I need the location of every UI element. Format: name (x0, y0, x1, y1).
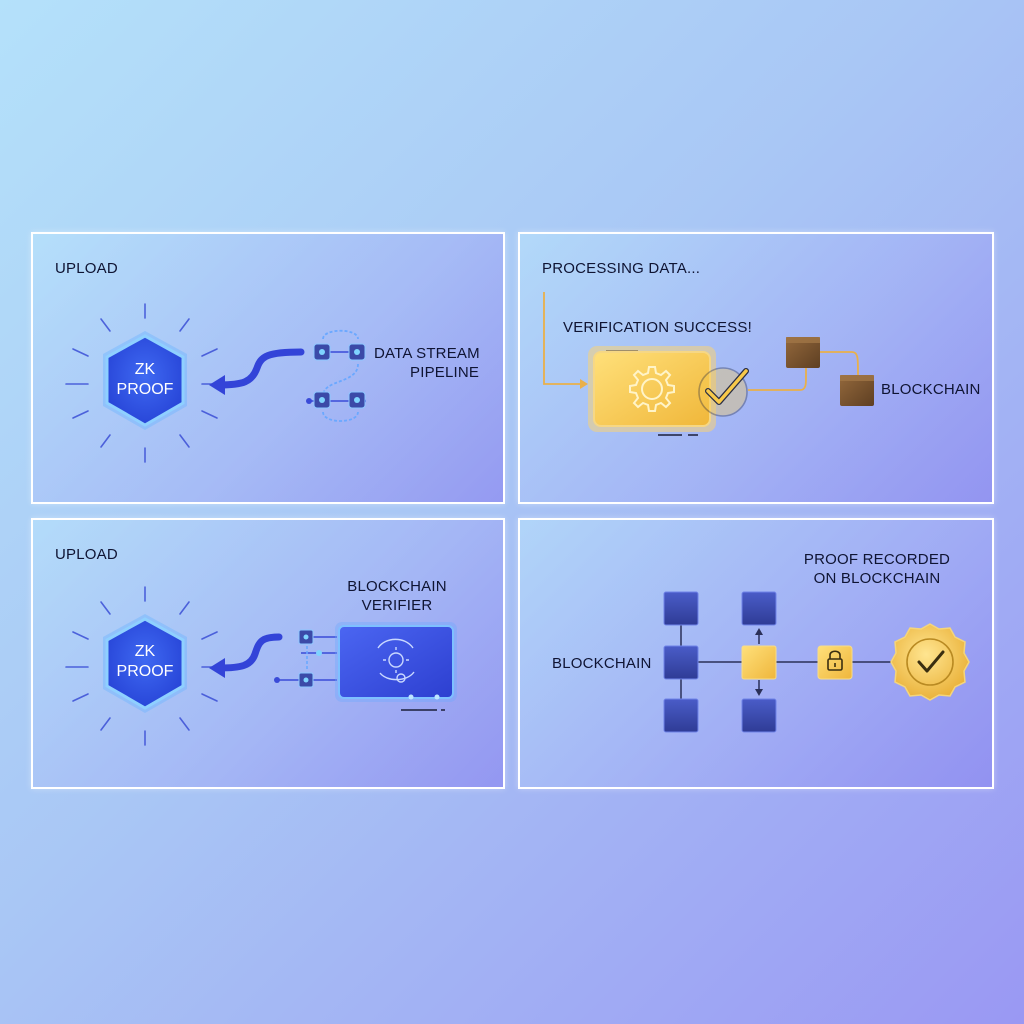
blockchain-block-icon (663, 591, 777, 733)
data-pipeline-icon (274, 629, 337, 688)
panel-title: PROCESSING DATA... (542, 260, 701, 277)
pipeline-label-line-1: DATA STREAM (374, 345, 480, 362)
data-pipeline-icon (306, 329, 366, 422)
hexagon-label: ZK PROOF (100, 642, 190, 682)
pipeline-label-line-2: PIPELINE (410, 364, 480, 381)
blockchain-label: BLOCKCHAIN (881, 381, 981, 398)
seal-badge-icon (890, 623, 970, 701)
processing-diagram (543, 292, 874, 436)
verifier-label-line-2: VERIFIER (361, 597, 433, 614)
panel-upload-pipeline: UPLOAD (31, 232, 505, 504)
verifier-monitor-icon (335, 622, 457, 711)
verification-status: VERIFICATION SUCCESS! (563, 319, 752, 336)
hexagon-label-line-1: ZK (134, 643, 156, 660)
panel-title: UPLOAD (55, 260, 118, 277)
panel-proof-recorded: PROOF RECORDED ON BLOCKCHAIN BLOCKCHAIN (518, 518, 994, 789)
blockchain-label: BLOCKCHAIN (552, 655, 652, 672)
hexagon-label-line-1: ZK (134, 361, 156, 378)
blockchain-block-icon (786, 337, 874, 406)
verifier-label: BLOCKCHAIN VERIFIER (345, 577, 449, 615)
hexagon-label-line-2: PROOF (116, 663, 174, 680)
panel-title-line-2: ON BLOCKCHAIN (813, 570, 941, 587)
panel-upload-verifier: UPLOAD (31, 518, 505, 789)
hexagon-label-line-2: PROOF (116, 381, 174, 398)
panel-title: PROOF RECORDED ON BLOCKCHAIN (802, 550, 952, 588)
panel-title-line-1: PROOF RECORDED (803, 551, 951, 568)
zk-proof-hexagon-icon (65, 586, 457, 746)
verifier-label-line-1: BLOCKCHAIN (347, 578, 447, 595)
panel-processing: PROCESSING DATA... VERIFICATION SUCCESS! (518, 232, 994, 504)
blockchain-diagram (663, 591, 970, 733)
hexagon-label: ZK PROOF (100, 360, 190, 400)
gear-icon (629, 366, 675, 412)
panel-title: UPLOAD (55, 546, 118, 563)
lock-icon (817, 645, 853, 680)
checkmark-icon (698, 367, 749, 417)
zk-proof-hexagon-icon (65, 303, 366, 463)
